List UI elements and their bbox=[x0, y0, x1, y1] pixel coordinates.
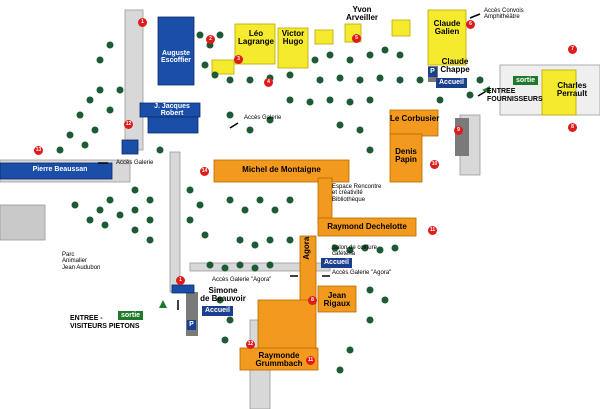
label-entree-visiteurs: ENTREE -VISITEURS PIETONS bbox=[70, 315, 140, 330]
building-victor-hugo bbox=[277, 27, 309, 69]
marker-number[interactable]: 12 bbox=[246, 340, 255, 349]
building-charles-perrault bbox=[541, 69, 577, 116]
building-le-corbusier bbox=[389, 109, 439, 137]
accueil-badge-agora: Accueil bbox=[321, 258, 352, 268]
marker-number[interactable]: 14 bbox=[200, 167, 209, 176]
building-jean-rigaux bbox=[317, 285, 357, 313]
marker-number[interactable]: 1 bbox=[138, 18, 147, 27]
building-michel-de-montaigne bbox=[213, 159, 350, 183]
accueil-badge-south: Accueil bbox=[202, 306, 233, 316]
road-north-vertical bbox=[124, 9, 144, 151]
sortie-badge-2: sortie bbox=[118, 311, 144, 320]
building-small-4 bbox=[211, 59, 235, 75]
building-small-1 bbox=[314, 29, 334, 45]
building-jacques-robert-bottom bbox=[147, 116, 199, 134]
label-pierre-beaussan: Pierre Beaussan bbox=[32, 166, 88, 173]
marker-number[interactable]: 8 bbox=[308, 296, 317, 305]
building-raymond-dechelotte bbox=[317, 217, 417, 237]
building-denis-papin bbox=[389, 133, 423, 183]
parking-icon-north: P bbox=[428, 67, 437, 77]
label-acces-galerie-2: Accès Galerie bbox=[116, 160, 154, 166]
building-simone-beauvoir bbox=[171, 284, 195, 294]
marker-number[interactable]: 6 bbox=[466, 20, 475, 29]
green-arrows bbox=[159, 86, 490, 308]
building-blue-small bbox=[121, 139, 139, 155]
marker-number[interactable]: 11 bbox=[306, 356, 315, 365]
label-acces-agora-1: Accès Galerie "Agora" bbox=[212, 277, 272, 283]
parc-building bbox=[0, 204, 46, 241]
label-acces-galerie-1: Accès Galerie bbox=[244, 115, 282, 121]
marker-number[interactable]: 8 bbox=[568, 123, 577, 132]
marker-number[interactable]: 12 bbox=[124, 120, 133, 129]
parking-block-east bbox=[455, 118, 469, 156]
trees bbox=[56, 31, 484, 374]
building-espace-rencontre bbox=[317, 177, 333, 225]
accueil-badge-north: Accueil bbox=[436, 78, 467, 88]
parking-icon-south: P bbox=[187, 320, 196, 330]
label-michel-de-montaigne: Michel de Montaigne bbox=[242, 165, 321, 174]
building-raymonde-grummbach bbox=[239, 347, 319, 371]
sortie-badge-1: sortie bbox=[513, 76, 539, 85]
label-agora: Agora bbox=[301, 236, 311, 260]
marker-number[interactable]: 1 bbox=[176, 276, 185, 285]
building-claude-galien bbox=[427, 9, 467, 66]
path-central bbox=[169, 151, 181, 293]
marker-number[interactable]: 7 bbox=[568, 45, 577, 54]
building-grummbach-top bbox=[257, 299, 317, 351]
marker-number[interactable]: 3 bbox=[234, 55, 243, 64]
building-pierre-beaussan bbox=[0, 162, 113, 180]
marker-number[interactable]: 13 bbox=[34, 146, 43, 155]
access-arrows bbox=[98, 13, 489, 310]
label-le-corbusier: Le Corbusier bbox=[390, 114, 440, 123]
marker-number[interactable]: 2 bbox=[206, 35, 215, 44]
marker-number[interactable]: 9 bbox=[454, 126, 463, 135]
label-acces-agora-2: Accès Galerie "Agora" bbox=[332, 270, 392, 276]
marker-number[interactable]: 10 bbox=[430, 160, 439, 169]
label-raymond-dechelotte: Raymond Dechelotte bbox=[327, 222, 407, 231]
marker-number[interactable]: 4 bbox=[264, 78, 273, 87]
building-auguste-escoffier bbox=[157, 16, 195, 86]
building-small-3 bbox=[391, 19, 411, 37]
marker-number[interactable]: 11 bbox=[428, 226, 437, 235]
marker-number[interactable]: 5 bbox=[352, 34, 361, 43]
